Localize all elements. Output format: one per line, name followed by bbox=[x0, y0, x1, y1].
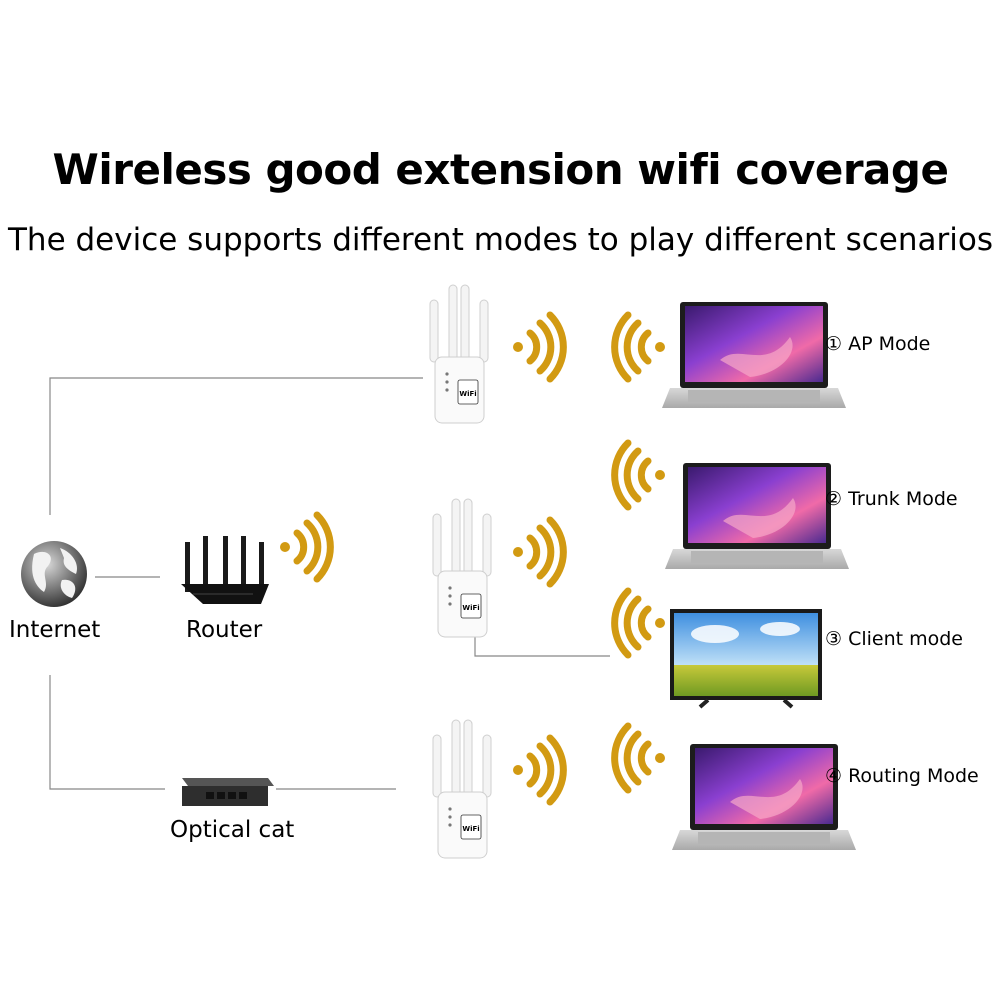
wifi-signal-icon bbox=[280, 515, 330, 579]
laptop-icon bbox=[665, 463, 849, 569]
mode-label-trunk: ② Trunk Mode bbox=[825, 488, 958, 510]
line-internet-to-ap bbox=[49, 377, 423, 515]
mode-label-ap: ① AP Mode bbox=[825, 333, 931, 355]
diagram-subtitle: The device supports different modes to p… bbox=[7, 222, 993, 258]
globe-icon bbox=[21, 541, 87, 607]
wifi-signal-icon bbox=[615, 443, 665, 507]
mode-label-client: ③ Client mode bbox=[825, 628, 964, 650]
line-repeater-to-tv bbox=[474, 630, 610, 657]
tv-icon bbox=[670, 609, 822, 709]
diagram-title: Wireless good extension wifi coverage bbox=[52, 145, 949, 194]
optical-cat-label: Optical cat bbox=[170, 817, 295, 843]
repeater-icon bbox=[432, 719, 492, 859]
internet-label: Internet bbox=[9, 617, 101, 643]
wifi-signal-icon bbox=[513, 315, 563, 379]
router-label: Router bbox=[186, 617, 263, 643]
repeater-label: WiFi bbox=[462, 604, 480, 612]
optical-cat-icon bbox=[182, 778, 274, 806]
wifi-signal-icon bbox=[513, 520, 563, 584]
line-internet-to-optical-cat bbox=[49, 675, 165, 790]
repeater-icon bbox=[432, 498, 492, 638]
repeater-label: WiFi bbox=[459, 390, 477, 398]
wifi-signal-icon bbox=[615, 591, 665, 655]
wifi-signal-icon bbox=[513, 738, 563, 802]
repeater-label: WiFi bbox=[462, 825, 480, 833]
mode-label-routing: ④ Routing Mode bbox=[825, 765, 979, 787]
router-icon bbox=[181, 536, 269, 604]
laptop-icon bbox=[672, 744, 856, 850]
wifi-signal-icon bbox=[615, 726, 665, 790]
wifi-signal-icon bbox=[615, 315, 665, 379]
connection-lines bbox=[49, 377, 610, 790]
repeater-icon bbox=[429, 284, 489, 424]
laptop-icon bbox=[662, 302, 846, 408]
